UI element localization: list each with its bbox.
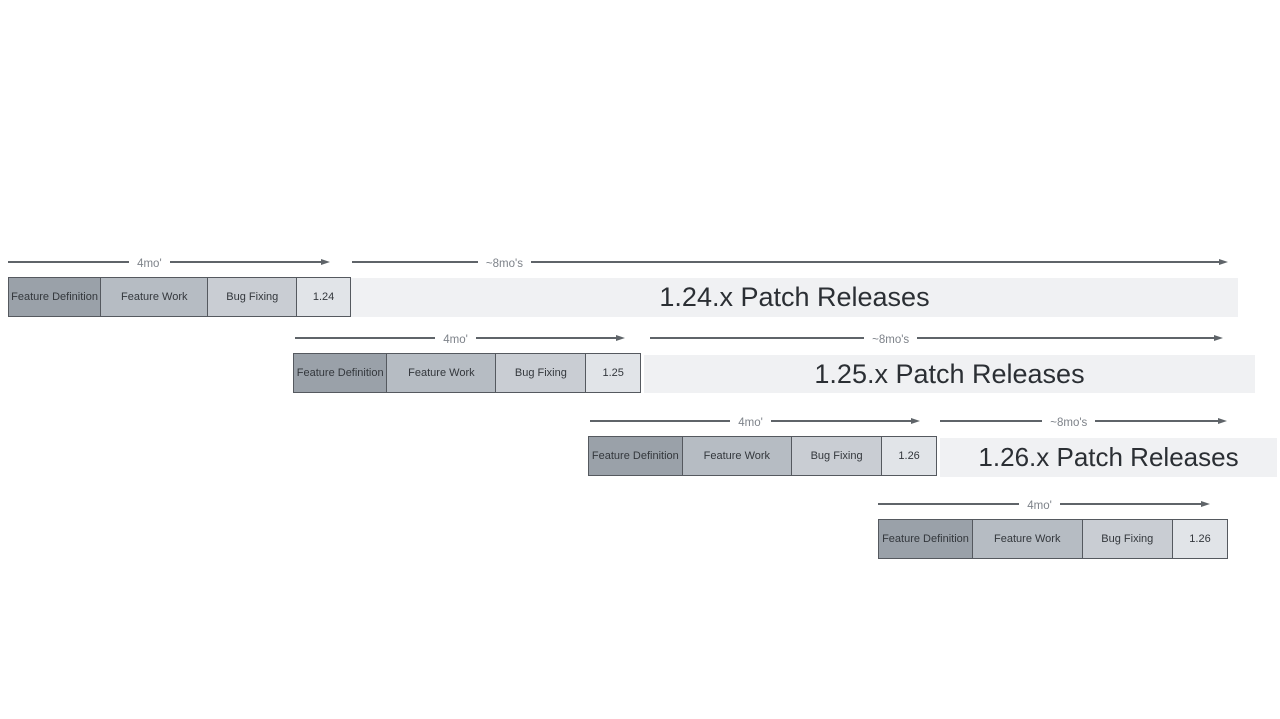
feature-work-segment: Feature Work: [101, 278, 209, 316]
dev-duration-arrow: 4mo': [878, 496, 1211, 512]
feature-definition-segment: Feature Definition: [294, 354, 388, 392]
arrowhead-icon: [616, 335, 626, 341]
dev-duration-arrow: 4mo': [295, 330, 626, 346]
release-phase-bar: Feature Definition Feature Work Bug Fixi…: [8, 277, 351, 317]
arrow-line: [878, 503, 1020, 505]
patch-releases-bar: 1.26.x Patch Releases: [940, 438, 1277, 477]
arrow-line: [650, 337, 865, 339]
arrowhead-icon: [911, 418, 921, 424]
arrowhead-icon: [1219, 259, 1228, 265]
dev-duration-label: 4mo': [1027, 500, 1052, 512]
feature-definition-segment: Feature Definition: [879, 520, 973, 558]
arrow-line: [475, 337, 617, 339]
bug-fixing-segment: Bug Fixing: [496, 354, 587, 392]
version-box: 1.25: [586, 354, 640, 392]
dev-duration-arrow: 4mo': [590, 413, 921, 429]
arrow-line: [917, 337, 1214, 339]
arrow-line: [1059, 503, 1202, 505]
patch-releases-bar: 1.24.x Patch Releases: [351, 278, 1238, 317]
feature-work-segment: Feature Work: [387, 354, 497, 392]
patch-duration-arrow: ~8mo's: [352, 254, 1228, 270]
arrowhead-icon: [1218, 418, 1227, 424]
feature-work-segment: Feature Work: [972, 520, 1083, 558]
arrow-line: [169, 261, 321, 263]
arrow-line: [8, 261, 130, 263]
release-phase-bar: Feature Definition Feature Work Bug Fixi…: [293, 353, 641, 393]
patch-duration-label: ~8mo's: [485, 258, 523, 270]
version-box: 1.26: [1173, 520, 1227, 558]
release-phase-bar: Feature Definition Feature Work Bug Fixi…: [588, 436, 937, 476]
patch-duration-label: ~8mo's: [1050, 417, 1088, 429]
version-box: 1.26: [882, 437, 936, 475]
version-box: 1.24: [297, 278, 350, 316]
arrow-line: [530, 261, 1219, 263]
dev-duration-label: 4mo': [137, 258, 162, 270]
patch-releases-bar: 1.25.x Patch Releases: [644, 355, 1255, 393]
arrowhead-icon: [1201, 501, 1211, 507]
bug-fixing-segment: Bug Fixing: [791, 437, 883, 475]
arrow-line: [1095, 420, 1218, 422]
patch-duration-arrow: ~8mo's: [940, 413, 1227, 429]
bug-fixing-segment: Bug Fixing: [208, 278, 298, 316]
bug-fixing-segment: Bug Fixing: [1082, 520, 1174, 558]
patch-duration-arrow: ~8mo's: [650, 330, 1223, 346]
patch-duration-label: ~8mo's: [872, 334, 910, 346]
arrow-line: [590, 420, 731, 422]
dev-duration-arrow: 4mo': [8, 254, 330, 270]
release-phase-bar: Feature Definition Feature Work Bug Fixi…: [878, 519, 1228, 559]
arrow-line: [940, 420, 1043, 422]
feature-work-segment: Feature Work: [682, 437, 792, 475]
arrow-line: [352, 261, 478, 263]
arrowhead-icon: [321, 259, 330, 265]
feature-definition-segment: Feature Definition: [589, 437, 683, 475]
dev-duration-label: 4mo': [443, 334, 468, 346]
feature-definition-segment: Feature Definition: [9, 278, 102, 316]
arrowhead-icon: [1214, 335, 1223, 341]
arrow-line: [770, 420, 912, 422]
dev-duration-label: 4mo': [738, 417, 763, 429]
arrow-line: [295, 337, 436, 339]
